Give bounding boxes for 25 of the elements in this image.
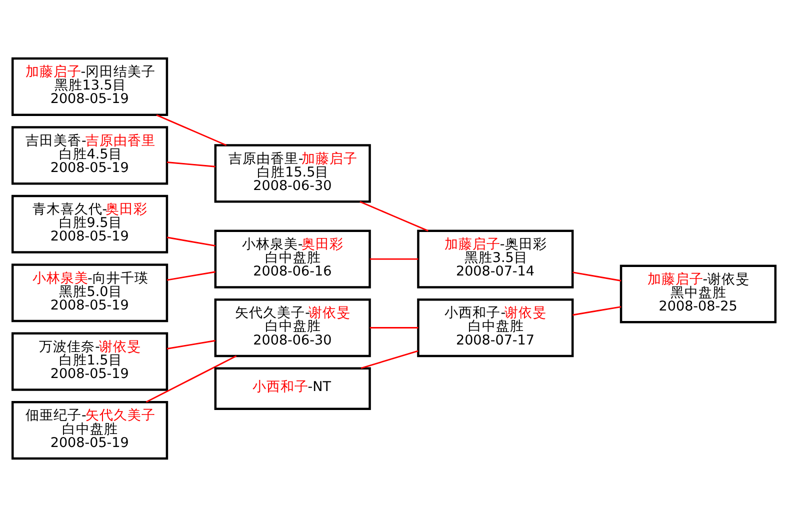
connector xyxy=(360,201,428,232)
node-box: 吉田美香-吉原由香里 白胜4.5目 2008-05-19 xyxy=(11,126,168,185)
node-box: 矢代久美子-谢依旻 白中盘胜 2008-06-30 xyxy=(214,298,371,358)
connector xyxy=(360,350,418,369)
connector xyxy=(166,271,216,281)
node-box: 加藤启子-冈田结美子 黑胜13.5目 2008-05-19 xyxy=(11,57,168,116)
node-box: 万波佳奈-谢依旻 白胜1.5目 2008-05-19 xyxy=(11,332,168,391)
connector xyxy=(572,272,622,282)
connector xyxy=(370,258,418,260)
node-box: 加藤启子-奥田彩 黑胜3.5目 2008-07-14 xyxy=(417,230,574,288)
node-box: 吉原由香里-加藤启子 白胜15.5目 2008-06-30 xyxy=(214,144,371,203)
node-box: 小西和子-NT xyxy=(214,367,371,410)
node-box: 小林泉美-奥田彩 白中盘胜 2008-06-16 xyxy=(214,230,371,288)
node-box: 小林泉美-向井千瑛 黑胜5.0目 2008-05-19 xyxy=(11,264,168,322)
node-box: 青木喜久代-奥田彩 白胜9.5目 2008-05-19 xyxy=(11,194,168,254)
connector xyxy=(166,162,216,168)
node-box: 小西和子-谢依旻 白中盘胜 2008-07-17 xyxy=(417,298,574,358)
node-box: 加藤启子-谢依旻 黑中盘胜 2008-08-25 xyxy=(620,264,777,324)
node-box: 佃亜纪子-矢代久美子 白中盘胜 2008-05-19 xyxy=(11,401,168,460)
connector xyxy=(572,306,622,316)
connector xyxy=(166,236,216,247)
connector xyxy=(370,327,418,329)
connector xyxy=(166,340,216,350)
connector xyxy=(146,355,237,403)
connector xyxy=(156,114,227,146)
